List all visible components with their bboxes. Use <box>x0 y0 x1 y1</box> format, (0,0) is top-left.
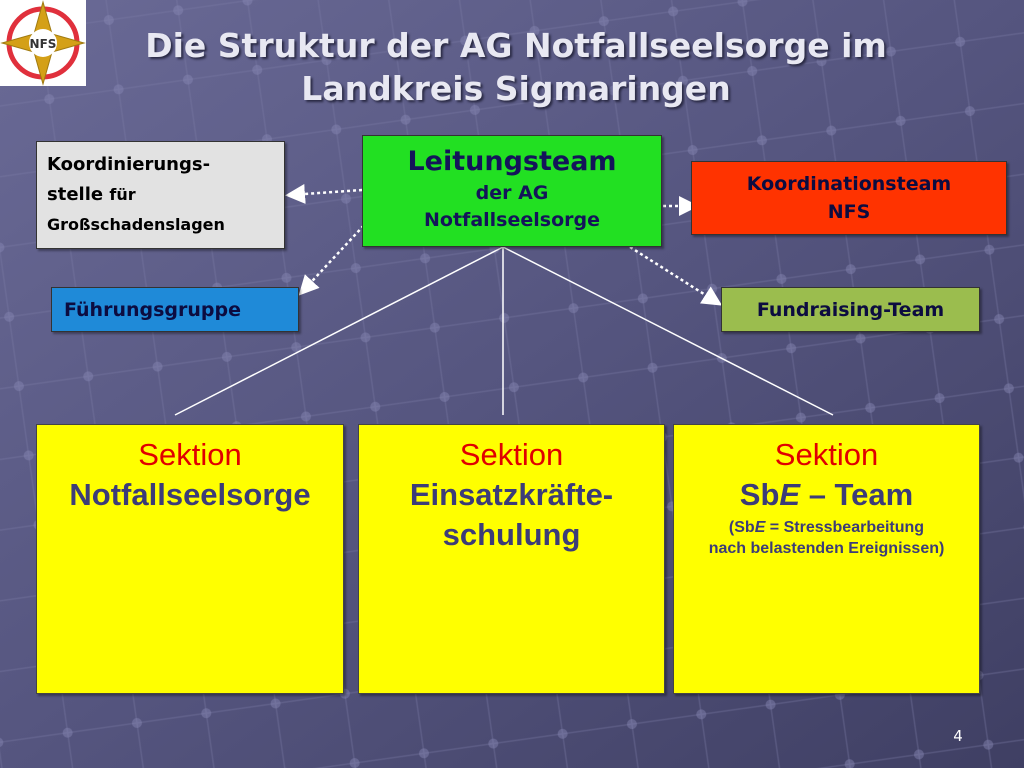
koordinierungsstelle-line-3: Großschadenslagen <box>47 215 225 234</box>
sektion-1-label: Sektion <box>138 437 242 472</box>
koordinierungsstelle-line-2: stelle für <box>47 180 274 210</box>
leitungsteam-subtitle-1: der AG <box>475 182 549 204</box>
koordinierungsstelle-line-1: Koordinierungs- <box>47 154 211 175</box>
sektion-3-name-italic: E <box>779 477 801 512</box>
sektion-3-note-italic: E <box>754 519 766 536</box>
leitungsteam-box: Leitungsteam der AG Notfallseelsorge <box>362 135 662 247</box>
sektion-3-note-line-1: (SbE = Stressbearbeitung <box>674 517 979 538</box>
nfs-cross-icon: NFS <box>0 0 86 86</box>
koordinierungsstelle-box: Koordinierungs- stelle für Großschadensl… <box>36 141 285 249</box>
sektion-3-name-prefix: Sb <box>739 477 780 512</box>
sektion-2-name-line-1: Einsatzkräfte- <box>409 477 614 512</box>
page-number: 4 <box>953 727 963 745</box>
sektion-sbe-team: Sektion SbE – Team (SbE = Stressbearbeit… <box>673 424 980 694</box>
sektion-3-name-suffix: – Team <box>800 477 914 512</box>
leitungsteam-title: Leitungsteam <box>407 146 617 177</box>
koordinationsteam-box: Koordinationsteam NFS <box>691 161 1007 235</box>
title-line-1: Die Struktur der AG Notfallseelsorge im <box>145 26 887 65</box>
koordinationsteam-line-2: NFS <box>827 201 871 223</box>
title-line-2: Landkreis Sigmaringen <box>301 69 731 108</box>
fundraising-team-label: Fundraising-Team <box>756 299 945 321</box>
sektion-3-label: Sektion <box>774 437 879 472</box>
sektion-1-name: Notfallseelsorge <box>69 477 311 512</box>
sektion-notfallseelsorge: Sektion Notfallseelsorge <box>36 424 344 694</box>
sektion-3-note-line-2: nach belastenden Ereignissen) <box>708 540 945 557</box>
page-title: Die Struktur der AG Notfallseelsorge im … <box>86 24 946 110</box>
leitungsteam-subtitle-2: Notfallseelsorge <box>424 209 600 231</box>
fundraising-team-box: Fundraising-Team <box>721 287 980 332</box>
sektion-einsatzkraefteschulung: Sektion Einsatzkräfte- schulung <box>358 424 665 694</box>
logo-text: NFS <box>30 37 57 51</box>
koordinierungsstelle-stelle: stelle <box>47 184 104 205</box>
sektion-3-name: SbE – Team <box>674 475 979 515</box>
koordinierungsstelle-fuer: für <box>109 185 136 204</box>
fuehrungsgruppe-box: Führungsgruppe <box>51 287 299 332</box>
fuehrungsgruppe-label: Führungsgruppe <box>64 299 242 321</box>
sektion-2-label: Sektion <box>459 437 564 472</box>
nfs-logo: NFS <box>0 0 86 86</box>
sektion-3-note-prefix: (Sb <box>728 519 755 536</box>
koordinationsteam-line-1: Koordinationsteam <box>746 173 952 195</box>
sektion-2-name-line-2: schulung <box>442 517 581 552</box>
sektion-3-note-suffix: = Stressbearbeitung <box>765 519 925 536</box>
